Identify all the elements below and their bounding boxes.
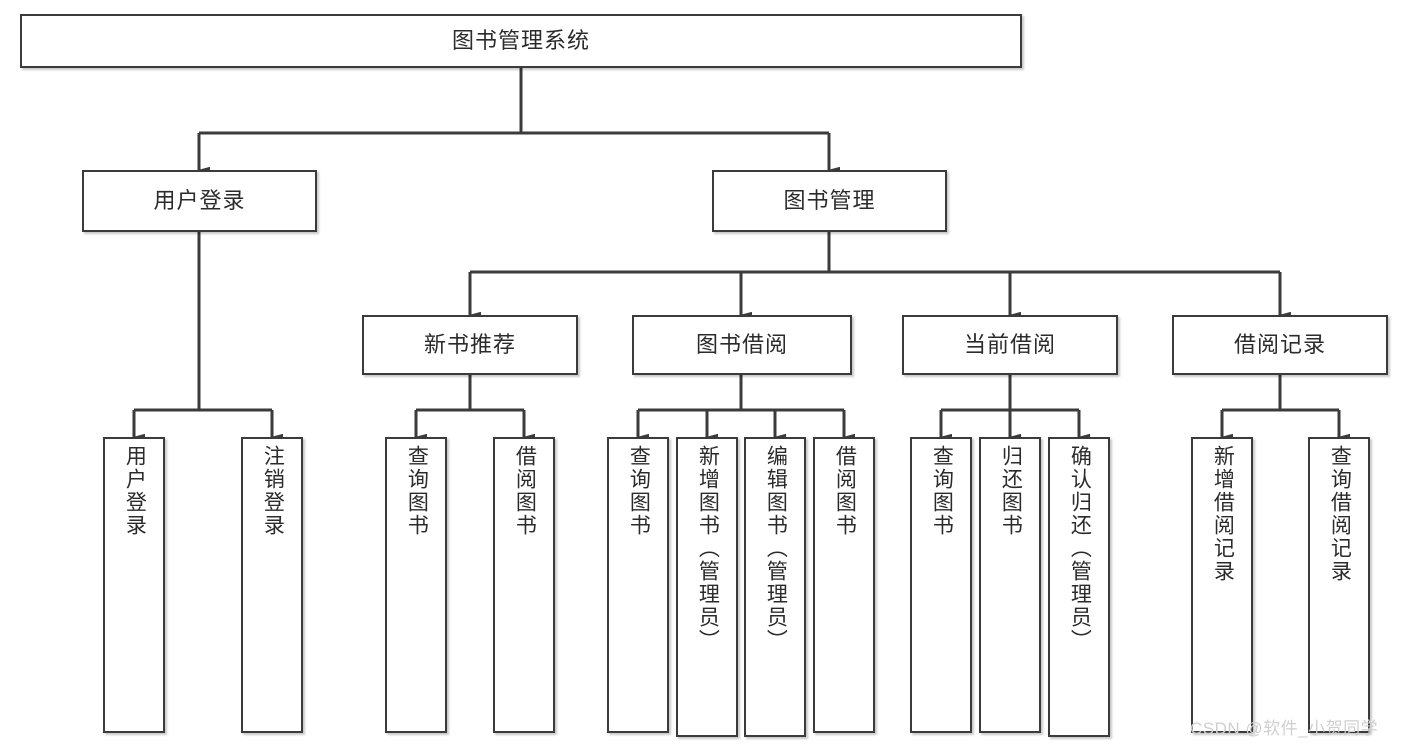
node-label: 借阅图书: [833, 445, 857, 537]
node-label: 用户登录: [123, 445, 147, 537]
node-borrow-record[interactable]: 借阅记录: [1172, 315, 1388, 375]
node-label: 新书推荐: [423, 332, 516, 358]
leaf-borrow-book-recommend[interactable]: 借阅图书: [493, 437, 555, 733]
leaf-confirm-return-admin[interactable]: 确认归还（管理员）: [1048, 437, 1110, 737]
csdn-watermark: CSDN @软件_小贺同学: [1190, 719, 1379, 738]
leaf-query-book-recommend[interactable]: 查询图书: [385, 437, 447, 733]
node-current-borrow[interactable]: 当前借阅: [902, 315, 1118, 375]
leaf-add-book-admin[interactable]: 新增图书（管理员）: [676, 437, 738, 737]
leaf-add-borrow-record[interactable]: 新增借阅记录: [1191, 437, 1253, 733]
node-label: 借阅图书: [513, 445, 537, 537]
node-label: 注销登录: [261, 445, 285, 537]
leaf-edit-book-admin[interactable]: 编辑图书（管理员）: [744, 437, 806, 737]
node-label: 归还图书: [999, 445, 1023, 537]
leaf-query-book-borrow[interactable]: 查询图书: [607, 437, 669, 733]
node-new-book-recommend[interactable]: 新书推荐: [362, 315, 578, 375]
node-label: 借阅记录: [1233, 332, 1326, 358]
leaf-logout[interactable]: 注销登录: [241, 437, 303, 733]
node-label: 确认归还（管理员）: [1068, 445, 1092, 652]
leaf-return-book[interactable]: 归还图书: [979, 437, 1041, 733]
node-label: 查询图书: [405, 445, 429, 537]
node-book-management[interactable]: 图书管理: [712, 170, 947, 232]
node-label: 新增借阅记录: [1211, 445, 1235, 583]
node-root-system[interactable]: 图书管理系统: [20, 14, 1022, 68]
leaf-borrow-book[interactable]: 借阅图书: [813, 437, 875, 733]
node-user-login[interactable]: 用户登录: [82, 170, 317, 232]
node-label: 查询借阅记录: [1328, 445, 1352, 583]
node-label: 图书管理: [783, 188, 876, 214]
node-label: 新增图书（管理员）: [696, 445, 720, 652]
node-label: 查询图书: [930, 445, 954, 537]
node-label: 图书管理系统: [451, 28, 590, 54]
leaf-query-book-current[interactable]: 查询图书: [910, 437, 972, 733]
node-label: 查询图书: [627, 445, 651, 537]
node-label: 当前借阅: [963, 332, 1056, 358]
node-book-borrow[interactable]: 图书借阅: [632, 315, 852, 375]
leaf-user-login[interactable]: 用户登录: [103, 437, 165, 733]
leaf-query-borrow-record[interactable]: 查询借阅记录: [1308, 437, 1370, 733]
node-label: 用户登录: [153, 188, 246, 214]
node-label: 编辑图书（管理员）: [764, 445, 788, 652]
node-label: 图书借阅: [695, 332, 788, 358]
